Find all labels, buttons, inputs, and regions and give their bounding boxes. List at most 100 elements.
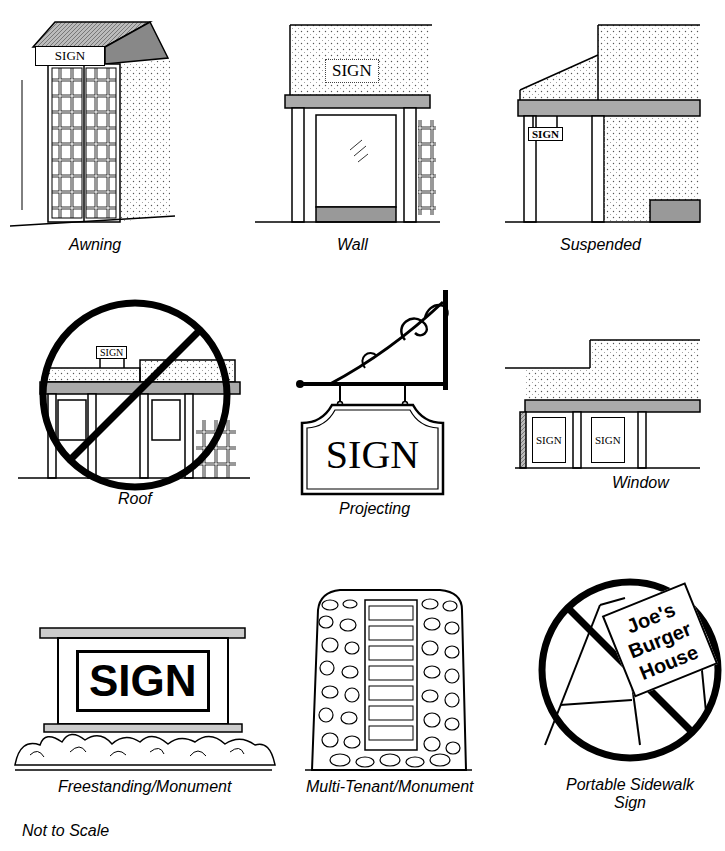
window-illustration xyxy=(590,339,700,341)
projecting-bracket xyxy=(425,305,447,318)
multi-tenant-monument xyxy=(322,638,338,652)
multi-tenant-monument xyxy=(369,626,413,640)
multi-tenant-monument xyxy=(330,754,350,766)
suspended-illustration xyxy=(520,55,598,100)
monument-sign: SIGN xyxy=(76,650,210,712)
monument-illustration xyxy=(15,628,275,770)
caption: Projecting xyxy=(339,500,410,518)
awning-illustration xyxy=(86,68,116,218)
multi-tenant-monument xyxy=(380,754,400,766)
suspended-illustration xyxy=(556,116,558,127)
wall-illustration xyxy=(255,25,440,222)
roof-illustration xyxy=(45,368,140,382)
sidewalk-sign-frame xyxy=(560,700,632,705)
prohibited-symbol xyxy=(43,303,227,487)
multi-tenant-monument xyxy=(369,686,413,700)
projecting-sign-outline xyxy=(302,405,443,494)
window-illustration xyxy=(589,340,591,368)
suspended-illustration xyxy=(598,25,700,100)
wall-illustration xyxy=(292,108,304,222)
window-illustration xyxy=(590,340,700,400)
wall-illustration xyxy=(418,120,436,215)
monument-illustration xyxy=(15,734,275,765)
roof-illustration xyxy=(123,358,125,368)
multi-tenant-monument xyxy=(319,599,460,767)
sign-text: SIGN xyxy=(532,128,559,140)
caption: Wall xyxy=(337,236,368,254)
projecting-sign-outline xyxy=(307,410,438,489)
multi-tenant-monument xyxy=(319,708,333,722)
multi-tenant-monument xyxy=(369,666,413,680)
window-illustration xyxy=(525,368,590,400)
sign-text: SIGN xyxy=(326,431,419,478)
wall-illustration xyxy=(255,221,440,223)
suspended-illustration xyxy=(505,221,700,223)
window-illustration xyxy=(638,412,646,468)
caption: Window xyxy=(612,474,669,492)
multi-tenant-monument xyxy=(406,757,424,767)
roof-illustration xyxy=(99,358,101,368)
projecting-bracket xyxy=(401,319,427,340)
monument-illustration xyxy=(15,769,272,771)
multi-tenant-monument xyxy=(430,754,450,766)
suspended-illustration xyxy=(505,25,700,222)
awning-illustration xyxy=(10,216,175,226)
projecting-bracket xyxy=(296,290,448,407)
prohibited-symbol xyxy=(43,303,227,487)
multi-tenant-monument xyxy=(356,757,374,767)
awning-illustration xyxy=(120,60,170,222)
awning-illustration xyxy=(22,80,23,210)
multi-tenant-monument xyxy=(445,622,459,634)
projecting-bracket xyxy=(362,353,377,368)
wall-sign: SIGN xyxy=(325,59,379,83)
multi-tenant-monument xyxy=(369,646,413,660)
multi-tenant-monument xyxy=(322,600,338,610)
awning-illustration xyxy=(52,68,82,218)
multi-tenant-monument xyxy=(319,616,333,628)
sign-text: SIGN xyxy=(595,434,621,446)
caption: Freestanding/Monument xyxy=(58,778,231,796)
caption: Suspended xyxy=(560,236,641,254)
wall-illustration xyxy=(290,25,430,95)
roof-illustration xyxy=(58,400,86,440)
caption: Roof xyxy=(118,490,152,508)
multi-tenant-monument xyxy=(445,646,459,658)
multi-tenant-monument xyxy=(345,642,359,654)
caption: Awning xyxy=(69,236,121,254)
multi-tenant-monument xyxy=(369,606,413,740)
multi-tenant-monument xyxy=(422,599,438,609)
monument-illustration xyxy=(58,638,228,724)
multi-tenant-monument xyxy=(424,618,440,630)
multi-tenant-monument xyxy=(424,737,440,751)
window-illustration xyxy=(525,400,700,412)
prohibited-symbol xyxy=(542,582,718,758)
roof-illustration xyxy=(18,477,250,479)
projecting-bracket xyxy=(296,380,304,388)
multi-tenant-monument xyxy=(445,669,459,683)
wall-illustration xyxy=(316,115,396,207)
prohibited-symbol xyxy=(69,329,201,461)
sign-text: SIGN xyxy=(100,347,123,358)
projecting-bracket xyxy=(300,382,448,386)
multi-tenant-monument xyxy=(322,733,338,747)
sign-text: SIGN xyxy=(332,61,372,81)
multi-tenant-monument xyxy=(340,619,356,631)
roof-illustration xyxy=(140,394,148,478)
awning-illustration xyxy=(48,64,120,222)
multi-tenant-monument xyxy=(341,712,357,724)
multi-tenant-monument xyxy=(369,706,413,720)
multi-tenant-monument xyxy=(446,742,460,754)
wall-illustration xyxy=(289,25,291,95)
window-illustration xyxy=(505,340,700,468)
monument-illustration xyxy=(40,628,245,638)
roof-sign: SIGN xyxy=(96,346,127,359)
multi-tenant-monument xyxy=(424,713,440,727)
window-illustration xyxy=(505,367,590,369)
multi-tenant-monument xyxy=(422,641,438,655)
sidewalk-sign-frame xyxy=(600,598,625,605)
multi-tenant-monument xyxy=(443,601,457,611)
multi-tenant-monument xyxy=(343,600,357,608)
multi-tenant-monument xyxy=(305,590,472,770)
awning-sign: SIGN xyxy=(35,46,105,66)
